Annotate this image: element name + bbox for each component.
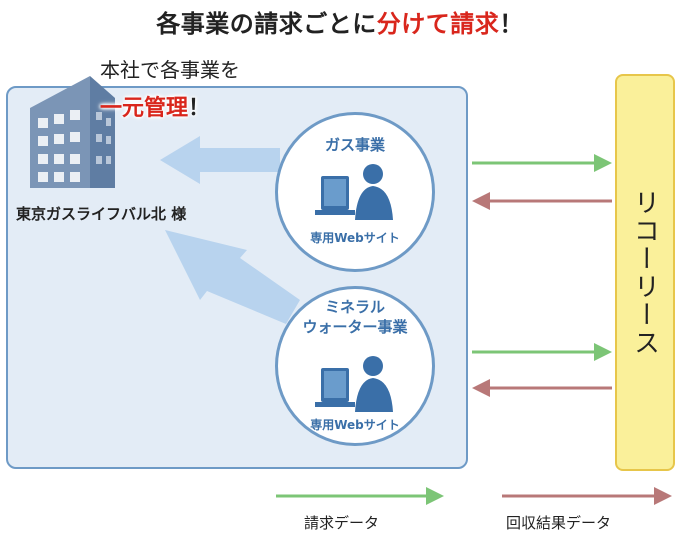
legend-collection-arrow [502,487,672,505]
legend-billing-label: 請求データ [304,514,380,532]
water-site-web-label: 専用Webサイト [310,418,400,432]
water-site-circle [275,286,435,446]
legend-billing-arrow [276,487,444,505]
gas-site-web-label: 専用Webサイト [310,231,400,245]
billing-arrow-water [472,343,612,361]
collection-arrow-gas [472,192,612,210]
title-suffix: ！ [499,10,524,38]
title-emphasis: 分けて請求 [376,10,500,38]
customer-name: 東京ガスライフバル北 様 [16,205,187,223]
water-site-name-line1: ミネラル [324,298,385,316]
billing-arrow-gas [472,154,612,172]
building-icon [30,76,115,188]
hq-caption-line1: 本社で各事業を [100,58,240,82]
flow-arrow-water [165,230,300,324]
title-prefix: 各事業の請求ごとに [156,10,377,38]
partner-name: リコーリース [629,188,660,357]
water-site-name-line2: ウォーター事業 [302,318,408,336]
hq-caption-suffix: ！ [188,96,211,121]
legend-collection-label: 回収結果データ [506,514,612,532]
flow-arrow-gas [160,136,280,184]
partner-box [615,74,675,471]
gas-site-name: ガス事業 [324,136,385,154]
gas-site-circle [275,112,435,272]
operator-icon [315,356,393,412]
hq-caption-line2: 一元管理！ [100,90,300,122]
hq-caption-emphasis: 一元管理 [100,96,189,121]
page-title: 各事業の請求ごとに分けて請求！ [0,4,680,39]
operator-icon [315,164,393,220]
collection-arrow-water [472,379,612,397]
